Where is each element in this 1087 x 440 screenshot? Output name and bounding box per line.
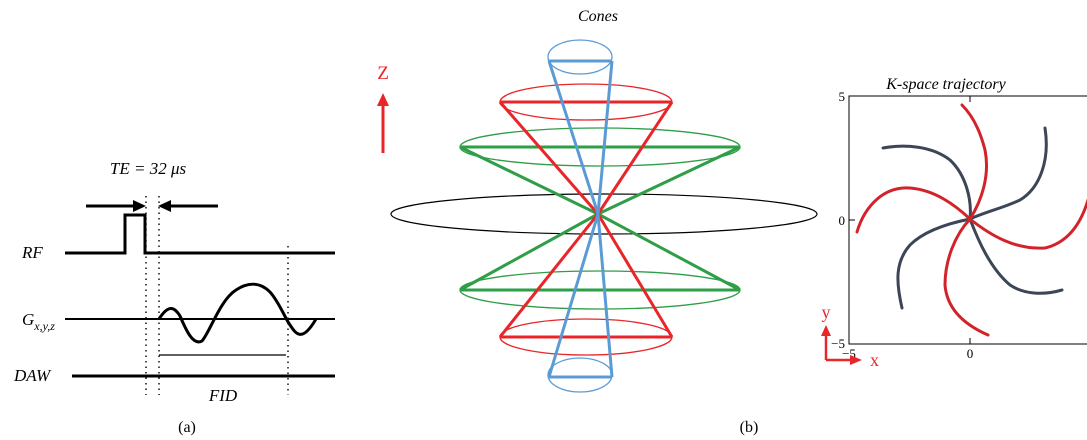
kspace-panel: K-space trajectory 5 0 −5 −5 0 bbox=[821, 76, 1087, 370]
caption-a: (a) bbox=[178, 419, 196, 436]
y-axis-label: y bbox=[822, 302, 831, 322]
fid-label: FID bbox=[208, 386, 238, 405]
red-spirals bbox=[855, 103, 1087, 337]
te-label: TE = 32 μs bbox=[110, 159, 187, 178]
x-tick-mid: 0 bbox=[967, 346, 974, 361]
ellipse-black bbox=[390, 193, 818, 235]
green-cones bbox=[459, 145, 741, 292]
te-arrows bbox=[86, 200, 218, 212]
z-axis-arrow bbox=[377, 93, 389, 153]
caption-b: (b) bbox=[740, 419, 759, 436]
blue-cones bbox=[547, 59, 614, 379]
dark-spirals bbox=[881, 126, 1064, 310]
rf-pulse-line bbox=[65, 213, 335, 255]
spiral-dark-lower-left bbox=[896, 217, 972, 310]
xy-axis-indicator bbox=[821, 325, 862, 365]
cones-title: Cones bbox=[578, 8, 618, 25]
y-tick-top: 5 bbox=[839, 89, 846, 104]
kspace-title: K-space trajectory bbox=[885, 76, 1006, 93]
spiral-dark-upper-left bbox=[881, 144, 972, 221]
y-tick-mid: 0 bbox=[839, 213, 846, 228]
z-axis-label: Z bbox=[377, 63, 389, 84]
gradient-waveform bbox=[157, 282, 318, 344]
pulse-sequence-panel: TE = 32 μs RF Gx,y,z DAW FID (a) bbox=[13, 159, 335, 436]
gradient-label: Gx,y,z bbox=[22, 310, 55, 333]
y-tick-bottom: −5 bbox=[831, 336, 845, 351]
spiral-red-lower bbox=[943, 217, 990, 337]
spiral-dark-lower-right bbox=[968, 217, 1064, 295]
red-cones bbox=[498, 100, 674, 339]
x-axis-label: x bbox=[870, 350, 879, 370]
spiral-red-left bbox=[855, 186, 972, 234]
cones-panel: Cones Z bbox=[377, 8, 818, 436]
ellipse-blue-bottom bbox=[547, 357, 613, 393]
timing-markers bbox=[145, 196, 289, 395]
daw-label: DAW bbox=[13, 366, 52, 385]
spiral-red-right bbox=[968, 198, 1087, 250]
rf-label: RF bbox=[21, 243, 43, 262]
spiral-dark-right bbox=[968, 126, 1048, 221]
plot-ticks bbox=[849, 95, 971, 345]
ellipse-blue-top bbox=[547, 39, 613, 75]
spiral-red-upper bbox=[960, 103, 989, 221]
